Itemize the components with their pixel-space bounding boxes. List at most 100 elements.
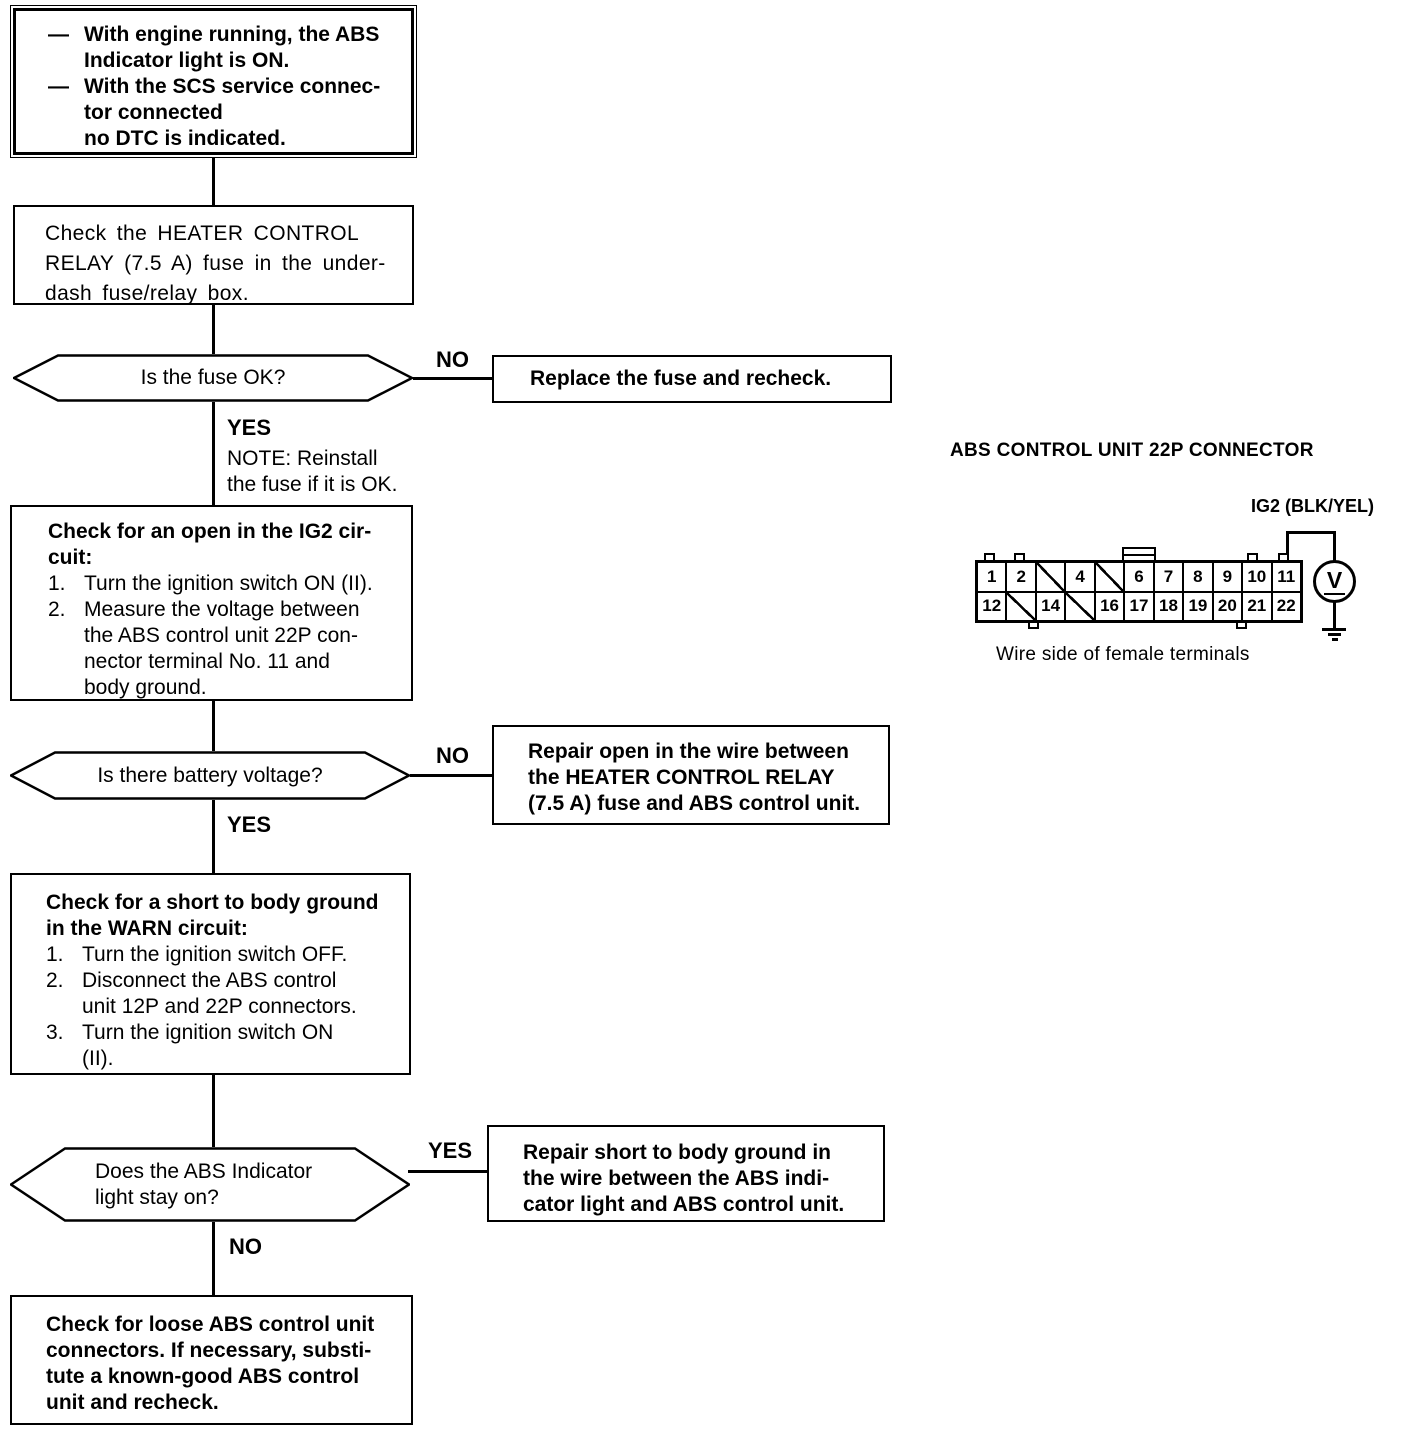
connector-tab [1236,620,1247,629]
decision-question: Does the ABS Indicator light stay on? [95,1159,313,1209]
battery-voltage-decision: Is there battery voltage? [10,751,410,800]
pin-cell: 18 [1155,592,1185,620]
pin-cell-blank [1007,592,1037,620]
start-condition-box: — With engine running, the ABS Indicator… [10,5,417,158]
item-number: 1. [48,572,66,595]
connector-row-bottom: 12 14 16 17 18 19 20 21 22 [978,592,1300,620]
pin-cell-blank [1066,592,1096,620]
note-text: NOTE: Reinstall the fuse if it is OK. [227,447,398,496]
repair-open-text: Repair open in the wire between the HEAT… [528,740,861,815]
pin-cell: 9 [1214,563,1244,591]
no-label-3: NO [229,1234,262,1259]
flow-line [212,157,215,205]
connector-caption: Wire side of female terminals [996,644,1250,665]
yes-label-3: YES [428,1138,473,1163]
wire-line [1286,531,1335,534]
pin-cell: 10 [1243,563,1273,591]
dash-bullet: — [48,75,69,98]
abs-light-decision: Does the ABS Indicator light stay on? [10,1147,410,1222]
connector-tab [1014,553,1025,561]
hexagon-shape [10,1147,410,1222]
repair-open-box: Repair open in the wire between the HEAT… [492,725,890,825]
flow-line [413,377,492,380]
repair-short-text: Repair short to body ground in the wire … [523,1141,845,1216]
connector-row-top: 1 2 4 6 7 8 9 10 11 [978,563,1300,593]
start-bullet-2-text: With the SCS service connec- tor connect… [84,75,381,150]
pin-cell: 4 [1066,563,1096,591]
check-warn-box: Check for a short to body ground in the … [10,873,411,1075]
pin-cell: 14 [1037,592,1067,620]
pin-cell-blank [1036,563,1067,591]
pin-cell: 17 [1125,592,1155,620]
voltmeter-symbol: V [1323,568,1346,595]
yes-label-2: YES [227,812,272,837]
no-label-1: NO [436,347,469,372]
item-text: Turn the ignition switch ON (II). [82,1021,334,1070]
pin-cell: 22 [1276,596,1296,616]
connector-key-tab-line [1124,554,1154,556]
flow-line [410,774,492,777]
start-bullet-1: — With engine running, the ABS Indicator… [48,22,403,74]
flow-line [212,1222,215,1295]
item-text: Turn the ignition switch ON (II). [84,572,373,595]
replace-fuse-text: Replace the fuse and recheck. [530,367,832,390]
pin-cell: 7 [1155,563,1185,591]
pin-cell: 8 [1184,563,1214,591]
check-fuse-box: Check the HEATER CONTROL RELAY (7.5 A) f… [13,205,414,305]
wire-line [1286,531,1289,561]
item-number: 3. [46,1021,64,1044]
pin-cell: 19 [1184,592,1214,620]
connector-tab [1278,553,1289,561]
dash-bullet: — [48,23,69,46]
fuse-ok-decision: Is the fuse OK? [13,354,413,402]
list-item: 2. Disconnect the ABS control unit 12P a… [46,968,401,1020]
flow-line [212,701,215,751]
replace-fuse-box: Replace the fuse and recheck. [492,355,892,403]
check-ig2-title: Check for an open in the IG2 cir- cuit: [48,520,372,569]
decision-question: Is there battery voltage? [97,763,323,787]
flow-line [212,402,215,505]
connector-diagram: 1 2 4 6 7 8 9 10 11 12 14 16 17 18 19 20… [975,560,1303,623]
ig2-wire-label: IG2 (BLK/YEL) [1251,496,1375,516]
pin-cell: 12 [978,592,1008,620]
item-text: Disconnect the ABS control unit 12P and … [82,969,357,1018]
connector-tab [984,553,995,561]
item-text: Turn the ignition switch OFF. [82,943,348,966]
pin-cell: 20 [1214,592,1244,620]
item-number: 2. [46,969,64,992]
wire-line [1333,602,1336,629]
flow-line [212,305,215,354]
start-bullet-2: — With the SCS service connec- tor conne… [48,74,403,152]
list-item: 1. Turn the ignition switch OFF. [46,942,401,968]
no-label-2: NO [436,743,469,768]
check-ig2-box: Check for an open in the IG2 cir- cuit: … [10,505,413,701]
flow-line [212,800,215,873]
pin-cell: 11 [1277,566,1296,586]
check-loose-connectors-box: Check for loose ABS control unit connect… [10,1295,413,1425]
decision-question: Is the fuse OK? [140,366,286,389]
pin-cell: 1 [978,563,1008,591]
start-bullet-1-text: With engine running, the ABS Indicator l… [84,23,380,72]
hexagon-shape [13,354,413,402]
pin-cell: 21 [1243,592,1273,620]
hexagon-shape [10,751,410,800]
item-number: 1. [46,943,64,966]
item-text: Measure the voltage between the ABS cont… [84,598,360,699]
item-number: 2. [48,598,66,621]
flow-line [408,1170,487,1173]
connector-title: ABS CONTROL UNIT 22P CONNECTOR [950,440,1314,461]
yes-label-1: YES [227,415,272,440]
list-item: 3. Turn the ignition switch ON (II). [46,1020,401,1072]
check-loose-connectors-text: Check for loose ABS control unit connect… [46,1313,375,1414]
pin-cell-blank [1095,563,1126,591]
connector-tab [1028,620,1039,629]
check-fuse-text: Check the HEATER CONTROL RELAY (7.5 A) f… [45,222,386,305]
pin-cell: 16 [1096,592,1126,620]
pin-cell: 2 [1007,563,1037,591]
wire-line [1333,531,1336,562]
flow-line [212,1075,215,1147]
voltmeter-icon: V [1313,560,1356,603]
list-item: 2. Measure the voltage between the ABS c… [48,597,403,701]
connector-key-tab [1122,547,1156,561]
